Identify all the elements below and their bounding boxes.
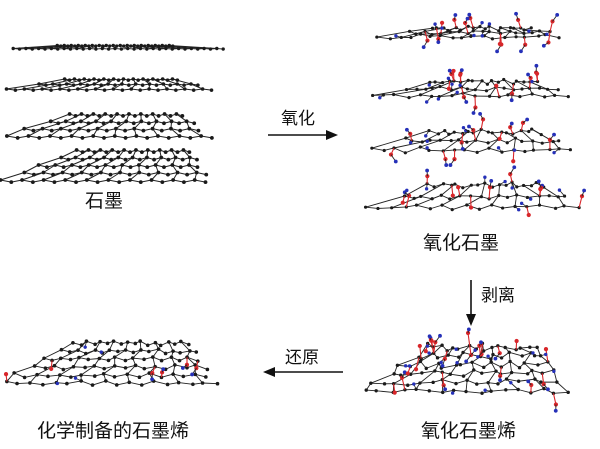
exfoliation-label: 剥离 bbox=[481, 286, 515, 306]
graphene-oxide-label: 氧化石墨烯 bbox=[421, 420, 516, 442]
graphite-layers bbox=[0, 43, 225, 185]
chemical-graphene-label: 化学制备的石墨烯 bbox=[37, 420, 189, 442]
graphite-oxide-label: 氧化石墨 bbox=[423, 232, 499, 254]
exfoliation-arrow bbox=[466, 280, 476, 326]
oxidation-arrow bbox=[268, 130, 338, 140]
reduction-label: 还原 bbox=[285, 348, 319, 368]
graphene-oxide-sheet bbox=[364, 327, 570, 413]
reduction-arrow bbox=[263, 367, 343, 377]
graphite-label: 石墨 bbox=[85, 190, 123, 212]
oxidation-label: 氧化 bbox=[281, 109, 315, 129]
reduced-graphene-sheet bbox=[3, 339, 220, 387]
graphite-oxide-layers bbox=[363, 11, 587, 218]
